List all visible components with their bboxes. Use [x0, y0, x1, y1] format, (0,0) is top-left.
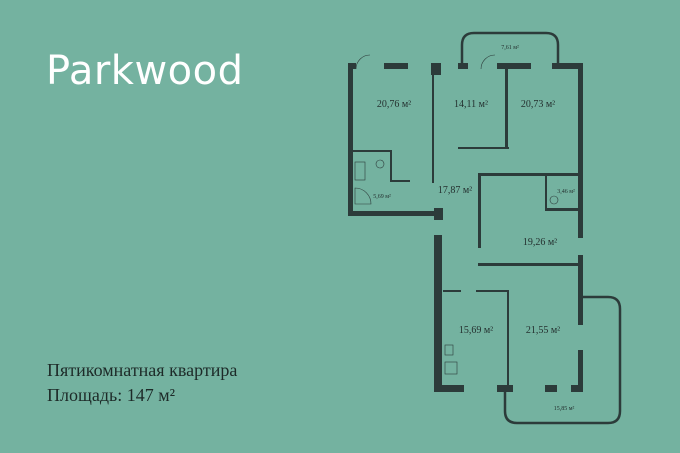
walls [348, 63, 583, 392]
kitchen-area: 15,69 м² [459, 325, 493, 336]
room-area-5: 21,55 м² [526, 325, 560, 336]
bathroom-2-area: 3,46 м² [557, 189, 575, 195]
apartment-area: Площадь: 147 м² [47, 385, 175, 405]
balconies [460, 31, 622, 425]
apartment-type: Пятикомнатная квартира [47, 360, 238, 380]
balcony-top-area: 7,61 м² [501, 45, 519, 51]
room-area-2: 14,11 м² [454, 99, 488, 110]
brand-logo: Parkwood [46, 48, 244, 94]
room-area-4: 19,26 м² [523, 237, 557, 248]
room-area-1: 20,76 м² [377, 99, 411, 110]
room-area-3: 20,73 м² [521, 99, 555, 110]
balcony-corner-area: 15,85 м² [554, 406, 575, 412]
fixtures [354, 54, 559, 375]
bathroom-1-area: 5,69 м² [373, 194, 391, 200]
hall-area: 17,87 м² [438, 185, 472, 196]
